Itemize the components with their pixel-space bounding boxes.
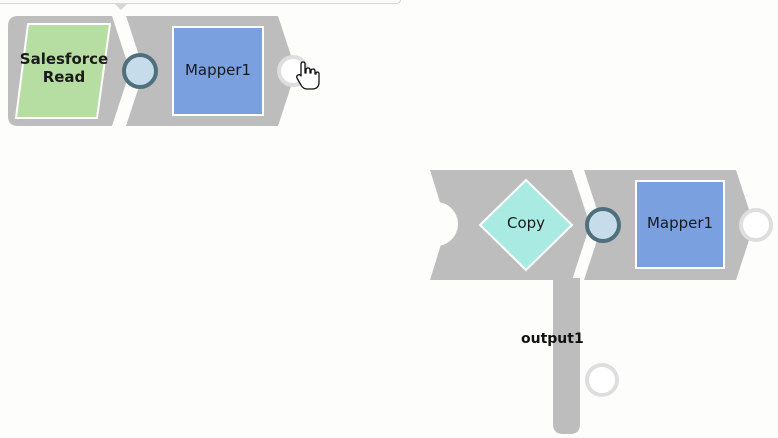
pipeline-1 bbox=[8, 16, 320, 126]
snap-salesforce-read[interactable] bbox=[8, 16, 130, 126]
output-port-open-2[interactable] bbox=[739, 208, 773, 242]
snap-mapper1-bottom[interactable] bbox=[584, 170, 754, 280]
hand-pointer-icon bbox=[296, 61, 320, 90]
top-panel-notch bbox=[114, 3, 128, 10]
pipeline-2 bbox=[430, 170, 773, 434]
connector-port-2[interactable] bbox=[585, 207, 621, 243]
output-port-label: output1 bbox=[521, 331, 584, 347]
connector-port-1[interactable] bbox=[122, 53, 158, 89]
snap-copy[interactable] bbox=[430, 170, 590, 434]
output-port-open-3[interactable] bbox=[585, 363, 619, 397]
input-port-notch-shape bbox=[430, 202, 458, 246]
snap-mapper1-top[interactable] bbox=[126, 16, 296, 126]
